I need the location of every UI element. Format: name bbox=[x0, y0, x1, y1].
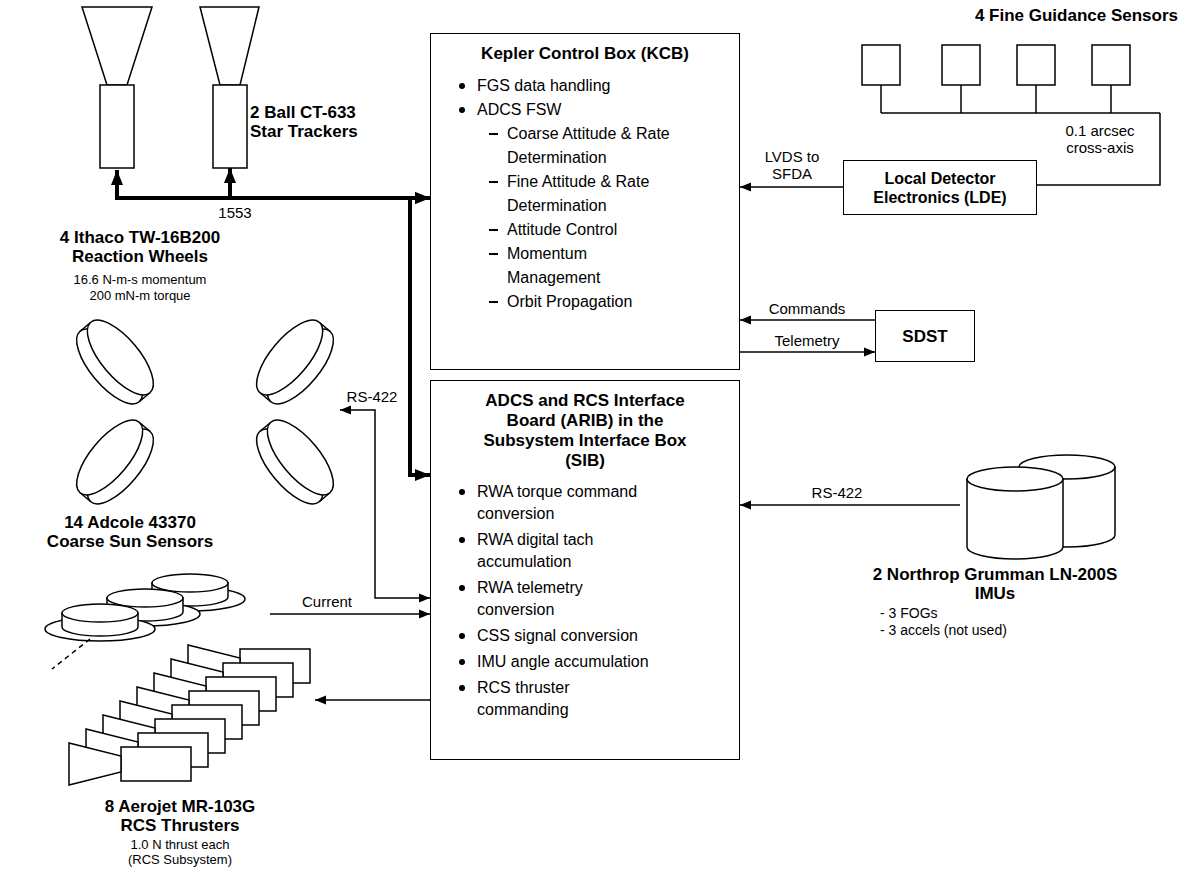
bullet-dot bbox=[459, 659, 465, 665]
connector-label: RS-422 bbox=[342, 388, 402, 405]
interface-box: ADCS and RCS Interface Board (ARIB) in t… bbox=[430, 380, 740, 760]
fine-guidance-sensors: 4 Fine Guidance Sensors bbox=[855, 38, 1165, 113]
bullet-text: RWA telemetry conversion bbox=[477, 577, 662, 621]
connector bbox=[1037, 113, 1160, 185]
bullet-dot bbox=[459, 489, 465, 495]
figure-title: 14 Adcole 43370 Coarse Sun Sensors bbox=[40, 513, 220, 551]
bullet-row: RWA telemetry conversion bbox=[439, 577, 731, 621]
bullet-dot bbox=[459, 107, 465, 113]
node-label: SDST bbox=[902, 327, 947, 346]
data-bus bbox=[230, 168, 430, 198]
bullet-row: RWA torque command conversion bbox=[439, 481, 731, 525]
connector bbox=[270, 613, 430, 615]
sun-sensors: 14 Adcole 43370 Coarse Sun Sensors bbox=[30, 565, 270, 640]
connector-label: LVDS to SFDA bbox=[752, 148, 832, 182]
bus-line bbox=[117, 170, 232, 198]
figure-title: 2 Northrop Grumman LN-200S IMUs bbox=[865, 565, 1125, 603]
connector bbox=[740, 319, 875, 321]
connector bbox=[740, 351, 875, 353]
bullet-text: Coarse Attitude & Rate Determination bbox=[507, 122, 675, 170]
bullet-dash bbox=[489, 301, 498, 303]
figure-title: 2 Ball CT-633 Star Trackers bbox=[250, 103, 390, 141]
bullet-row: ADCS FSW bbox=[439, 98, 731, 122]
bullet-dot bbox=[459, 685, 465, 691]
node-title: ADCS and RCS Interface Board (ARIB) in t… bbox=[478, 391, 693, 471]
connector-label: 0.1 arcsec cross-axis bbox=[1048, 122, 1152, 156]
transponder-box: SDST bbox=[875, 310, 975, 362]
star-tracker-group-drawing bbox=[60, 5, 260, 168]
bullet-row: FGS data handling bbox=[439, 74, 731, 98]
reaction-wheels: 4 Ithaco TW-16B200 Reaction Wheels16.6 N… bbox=[60, 312, 340, 512]
connector bbox=[340, 410, 430, 598]
bullet-text: RWA torque command conversion bbox=[477, 481, 662, 525]
bullet-row: Fine Attitude & Rate Determination bbox=[439, 170, 731, 218]
bullet-dash bbox=[489, 253, 498, 255]
reaction-wheels-drawing bbox=[60, 312, 340, 512]
figure-note: 200 mN-m torque bbox=[40, 288, 240, 303]
figure-note: - 3 FOGs bbox=[880, 605, 1080, 621]
bullet-text: FGS data handling bbox=[477, 74, 610, 98]
connector-label: Commands bbox=[765, 300, 849, 317]
bullet-text: IMU angle accumulation bbox=[477, 651, 649, 673]
bullet-text: Attitude Control bbox=[507, 218, 617, 242]
bullet-text: RWA digital tach accumulation bbox=[477, 529, 662, 573]
bullet-text: Momentum Management bbox=[507, 242, 675, 290]
bullet-row: Attitude Control bbox=[439, 218, 731, 242]
bullet-text: RCS thruster commanding bbox=[477, 677, 662, 721]
bullet-text: Fine Attitude & Rate Determination bbox=[507, 170, 675, 218]
fine-guidance-sensors-drawing bbox=[855, 38, 1165, 113]
figure-note: 16.6 N-m-s momentum bbox=[40, 272, 240, 287]
node-title: Kepler Control Box (KCB) bbox=[439, 44, 731, 64]
bullet-row: RWA digital tach accumulation bbox=[439, 529, 731, 573]
bullet-row: IMU angle accumulation bbox=[439, 651, 731, 673]
figure-note: 1.0 N thrust each bbox=[85, 837, 275, 852]
figure-title: 4 Fine Guidance Sensors bbox=[950, 6, 1178, 25]
figure-note: (RCS Subsystem) bbox=[85, 852, 275, 867]
electronics-box: Local Detector Electronics (LDE) bbox=[843, 160, 1037, 215]
imu-units-drawing bbox=[960, 455, 1120, 560]
connector-label: Current bbox=[298, 593, 356, 610]
connector bbox=[315, 699, 430, 701]
figure-note: - 3 accels (not used) bbox=[880, 622, 1080, 638]
bullet-row: RCS thruster commanding bbox=[439, 677, 731, 721]
connector bbox=[740, 186, 843, 188]
data-bus bbox=[410, 198, 430, 475]
imu-units: 2 Northrop Grumman LN-200S IMUs- 3 FOGs-… bbox=[960, 455, 1120, 560]
node-label: Local Detector Electronics (LDE) bbox=[852, 169, 1028, 207]
star-tracker-group: 2 Ball CT-633 Star Trackers bbox=[60, 5, 260, 168]
bullet-row: Coarse Attitude & Rate Determination bbox=[439, 122, 731, 170]
connector bbox=[740, 504, 960, 506]
bullet-dot bbox=[459, 633, 465, 639]
bullet-row: CSS signal conversion bbox=[439, 625, 731, 647]
bullet-text: Orbit Propagation bbox=[507, 290, 632, 314]
connector-label: RS-422 bbox=[806, 484, 868, 501]
rcs-thrusters-drawing bbox=[45, 645, 315, 795]
bullet-dot bbox=[459, 585, 465, 591]
bullet-row: Momentum Management bbox=[439, 242, 731, 290]
connector-label: 1553 bbox=[212, 204, 258, 221]
bullet-dash bbox=[489, 229, 498, 231]
bullet-dash bbox=[489, 133, 498, 135]
bullet-row: Orbit Propagation bbox=[439, 290, 731, 314]
bullet-dot bbox=[459, 537, 465, 543]
connector-label: Telemetry bbox=[767, 332, 847, 349]
figure-title: 8 Aerojet MR-103G RCS Thrusters bbox=[85, 797, 275, 835]
bullet-dash bbox=[489, 181, 498, 183]
sun-sensors-drawing bbox=[30, 565, 270, 640]
bullet-text: ADCS FSW bbox=[477, 98, 561, 122]
bullet-text: CSS signal conversion bbox=[477, 625, 638, 647]
rcs-thrusters: 8 Aerojet MR-103G RCS Thrusters1.0 N thr… bbox=[45, 645, 315, 795]
bullet-dot bbox=[459, 83, 465, 89]
control-box: Kepler Control Box (KCB) FGS data handlin… bbox=[430, 33, 740, 370]
figure-title: 4 Ithaco TW-16B200 Reaction Wheels bbox=[40, 228, 240, 266]
